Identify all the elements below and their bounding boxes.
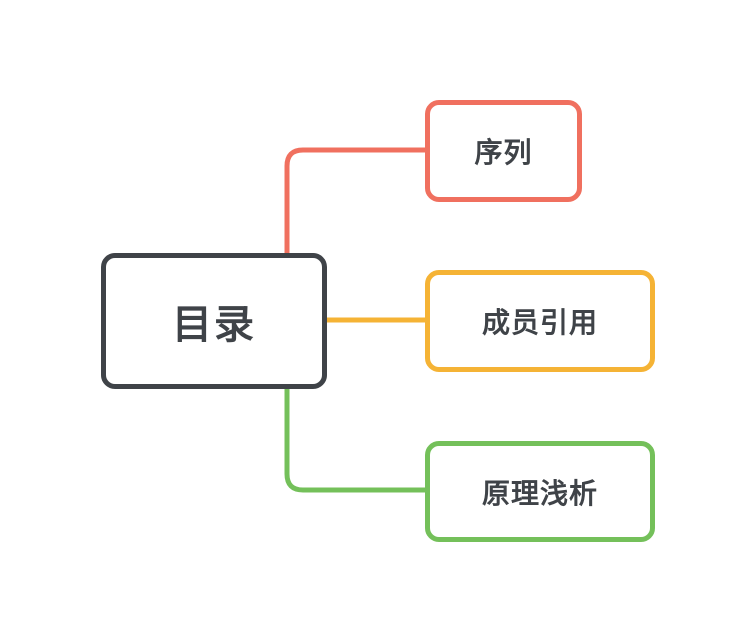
child-node-member-reference[interactable]: 成员引用 (425, 270, 655, 372)
connector-to-sequence (284, 147, 428, 256)
root-node-label: 目录 (172, 302, 256, 348)
child-node-label: 原理浅析 (481, 476, 598, 510)
child-node-label: 序列 (474, 136, 533, 169)
child-node-sequence[interactable]: 序列 (425, 100, 582, 202)
root-node[interactable]: 目录 (101, 253, 327, 389)
connector-to-principle-analysis (284, 386, 428, 493)
child-node-label: 成员引用 (481, 306, 598, 339)
child-node-principle-analysis[interactable]: 原理浅析 (425, 441, 655, 542)
